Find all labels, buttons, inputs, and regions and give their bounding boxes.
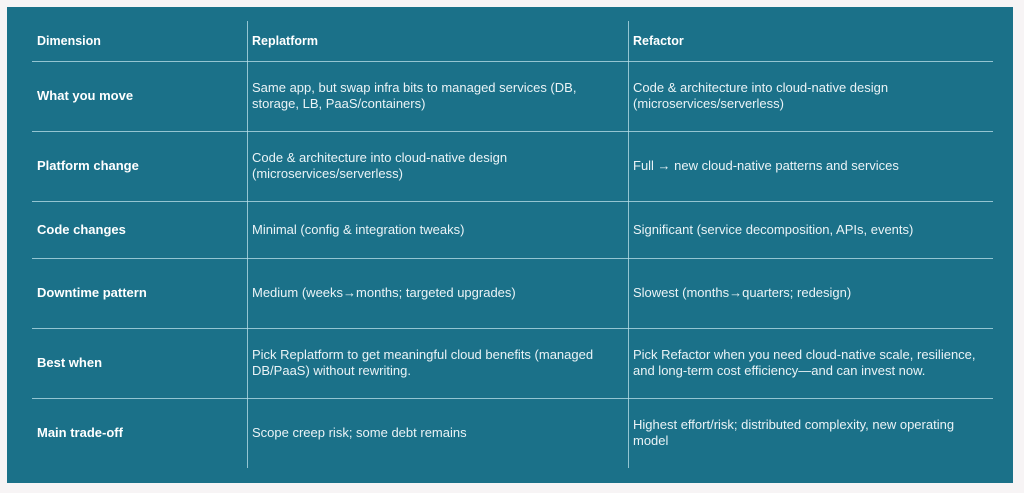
header-replatform: Replatform [252, 34, 318, 48]
table-row: Platform change Code & architecture into… [32, 131, 993, 202]
table-header-row: Dimension Replatform Refactor [32, 21, 993, 62]
table-row: Code changes Minimal (config & integrati… [32, 201, 993, 259]
row-label: What you move [37, 88, 134, 103]
table-row: Best when Pick Replatform to get meaning… [32, 328, 993, 399]
header-refactor: Refactor [633, 34, 684, 48]
refactor-cell: Code & architecture into cloud-native de… [633, 80, 889, 111]
row-label: Best when [37, 355, 103, 370]
row-label: Code changes [37, 221, 126, 237]
table-row: Downtime pattern Medium (weeks→months; t… [32, 258, 993, 329]
replatform-cell: Scope creep risk; some debt remains [252, 425, 467, 440]
refactor-cell: Significant (service decomposition, APIs… [633, 221, 914, 237]
column-divider [628, 21, 629, 468]
header-dimension: Dimension [37, 34, 101, 48]
column-divider [247, 21, 248, 468]
replatform-cell: Pick Replatform to get meaningful cloud … [252, 347, 594, 378]
table-row: Main trade-off Scope creep risk; some de… [32, 398, 993, 468]
row-label: Downtime pattern [37, 285, 147, 300]
row-label: Main trade-off [37, 425, 123, 440]
refactor-cell: Full → new cloud-native patterns and ser… [633, 158, 899, 173]
refactor-cell: Pick Refactor when you need cloud-native… [633, 347, 976, 378]
replatform-cell: Medium (weeks→months; targeted upgrades) [252, 285, 516, 300]
replatform-cell: Minimal (config & integration tweaks) [252, 221, 465, 237]
replatform-cell: Code & architecture into cloud-native de… [252, 150, 508, 181]
comparison-table: Dimension Replatform Refactor What you m… [32, 21, 993, 468]
comparison-panel: Dimension Replatform Refactor What you m… [7, 7, 1013, 483]
refactor-cell: Slowest (months→quarters; redesign) [633, 285, 852, 300]
row-label: Platform change [37, 158, 139, 173]
table-row: What you move Same app, but swap infra b… [32, 61, 993, 132]
replatform-cell: Same app, but swap infra bits to managed… [252, 80, 577, 111]
refactor-cell: Highest effort/risk; distributed complex… [633, 417, 955, 448]
